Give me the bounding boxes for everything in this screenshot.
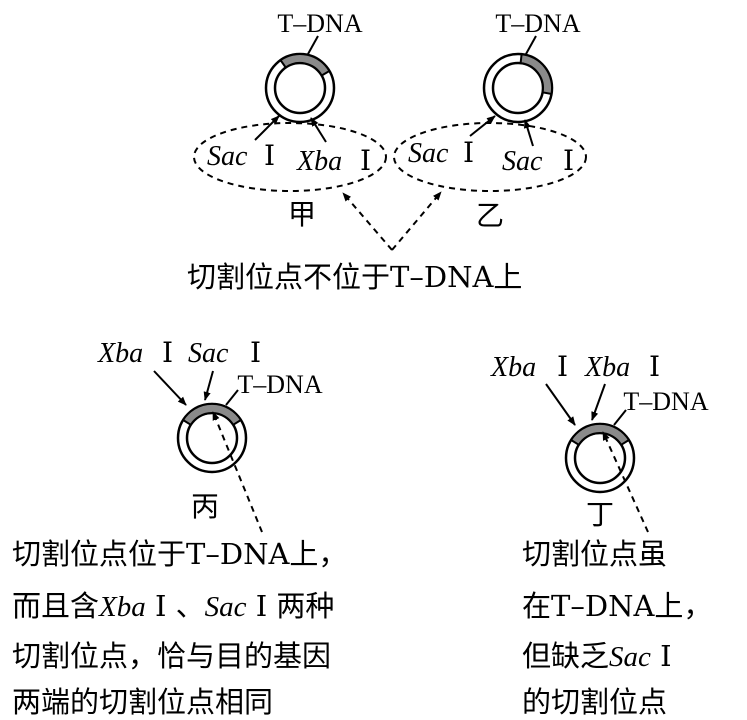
plasmid-jia: T–DNA Sac Ⅰ Xba Ⅰ 甲 [193,9,387,231]
site-arrow-left [254,115,280,141]
site-label-right: Sac [188,338,229,369]
caption-text: Ⅰ 、 [146,589,205,623]
site-arrow-right [523,119,534,147]
site-arrow-right [310,117,327,143]
caption-site-xba: Xba [98,591,146,623]
site-numeral-left: Ⅰ [264,141,275,172]
caption-top: 切割位点不位于T–DNA上 [187,260,522,294]
site-arrow-left [545,383,576,426]
caption-site-sac: Sac [205,591,247,623]
caption-bing-line4: 两端的切割位点相同 [12,685,273,719]
site-numeral-right: Ⅰ [360,146,371,177]
top-caption-group: 切割位点不位于T–DNA上 [187,191,522,294]
site-label-left: Sac [207,141,248,172]
site-numeral-left: Ⅰ [463,138,474,169]
site-label-right: Sac [502,146,543,177]
caption-bing-line3: 切割位点，恰与目的基因 [12,639,331,673]
site-numeral-left: Ⅰ [557,352,568,383]
tdna-segment [569,422,631,447]
caption-arrow-right [391,191,442,251]
caption-text: Ⅰ 两种 [247,589,335,623]
tdna-pointer [525,35,537,55]
tdna-segment [519,53,554,96]
caption-site-sac: Sac [609,641,651,673]
plasmid-bing: T–DNA Xba Ⅰ Sac Ⅰ 丙 [97,338,323,533]
tdna-label: T–DNA [495,9,580,38]
plasmid-name: 乙 [476,199,504,232]
tdna-pointer [225,389,239,406]
sites-ellipse [193,122,387,192]
tdna-label: T–DNA [237,370,322,399]
tdna-label: T–DNA [277,9,362,38]
tdna-segment [279,53,331,77]
plasmid-ding: T–DNA Xba Ⅰ Xba Ⅰ 丁 [490,352,709,533]
caption-text: Ⅰ [651,639,672,673]
tdna-pointer [613,409,627,426]
caption-ding: 切割位点虽 在T–DNA上， 但缺乏Sac Ⅰ 的切割位点 [522,537,712,719]
caption-ding-line3: 但缺乏Sac Ⅰ [522,639,672,673]
caption-bing-line1: 切割位点位于T–DNA上， [12,537,347,571]
tdna-label: T–DNA [623,387,708,416]
site-arrow-left [469,115,496,137]
caption-text: 而且含 [12,589,99,623]
site-label-left: Xba [97,338,143,369]
caption-bing-line2: 而且含Xba Ⅰ 、Sac Ⅰ 两种 [12,589,334,623]
site-numeral-right: Ⅰ [250,338,261,369]
plasmid-name: 丙 [191,490,219,523]
caption-ding-line4: 的切割位点 [522,685,667,719]
tdna-segment [181,402,243,427]
site-numeral-right: Ⅰ [563,146,574,177]
caption-ding-line1: 切割位点虽 [522,537,667,571]
plasmid-yi: T–DNA Sac Ⅰ Sac Ⅰ 乙 [393,9,587,232]
caption-arrow [602,431,649,533]
site-arrow-left [153,370,187,406]
plasmid-name: 甲 [288,198,316,231]
site-arrow-right [203,370,214,401]
caption-text: 但缺乏 [522,639,609,673]
plasmid-name: 丁 [586,498,614,531]
site-label-right: Xba [584,352,630,383]
site-numeral-left: Ⅰ [162,338,173,369]
site-numeral-right: Ⅰ [649,352,660,383]
site-label-left: Sac [408,138,449,169]
site-label-left: Xba [490,352,536,383]
caption-arrow-left [342,192,393,251]
site-label-right: Xba [296,146,342,177]
site-arrow-right [591,383,606,421]
tdna-pointer [307,35,319,55]
caption-ding-line2: 在T–DNA上， [522,589,712,623]
caption-bing: 切割位点位于T–DNA上， 而且含Xba Ⅰ 、Sac Ⅰ 两种 切割位点，恰与… [12,537,347,719]
